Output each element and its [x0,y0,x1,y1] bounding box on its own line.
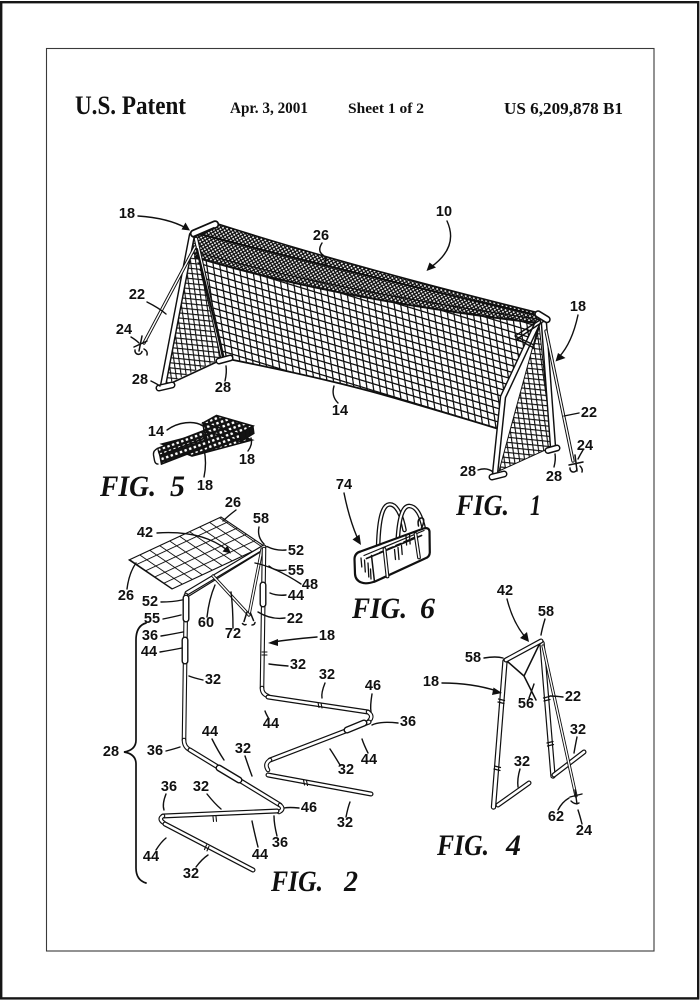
svg-text:Apr. 3, 2001: Apr. 3, 2001 [230,100,308,117]
svg-text:US 6,209,878 B1: US 6,209,878 B1 [504,99,623,118]
svg-text:22: 22 [287,611,303,627]
svg-text:32: 32 [290,657,306,673]
svg-text:FIG.: FIG. [351,592,407,625]
svg-text:36: 36 [147,743,163,759]
svg-text:44: 44 [252,847,268,863]
svg-text:62: 62 [548,809,564,825]
svg-text:32: 32 [337,815,353,831]
svg-text:24: 24 [576,823,592,839]
svg-text:52: 52 [288,543,304,559]
svg-text:5: 5 [170,470,185,503]
svg-text:32: 32 [205,672,221,688]
svg-text:32: 32 [514,754,530,770]
svg-text:U.S. Patent: U.S. Patent [75,91,186,120]
svg-text:32: 32 [338,762,354,778]
svg-text:32: 32 [193,779,209,795]
svg-text:18: 18 [119,206,135,222]
svg-text:55: 55 [288,563,304,579]
svg-text:28: 28 [215,380,231,396]
svg-text:36: 36 [142,628,158,644]
svg-text:2: 2 [343,865,358,898]
svg-text:36: 36 [400,714,416,730]
svg-text:28: 28 [546,469,562,485]
svg-text:32: 32 [183,866,199,882]
svg-text:FIG.: FIG. [436,829,489,862]
svg-text:26: 26 [118,588,134,604]
svg-text:58: 58 [253,511,269,527]
svg-text:44: 44 [288,588,304,604]
svg-text:44: 44 [361,752,377,768]
svg-text:FIG.: FIG. [99,470,156,503]
svg-text:42: 42 [497,583,513,599]
svg-text:28: 28 [460,464,476,480]
svg-text:36: 36 [272,835,288,851]
svg-text:44: 44 [202,724,218,740]
svg-text:14: 14 [332,403,348,419]
svg-text:24: 24 [577,438,593,454]
svg-text:18: 18 [423,674,439,690]
svg-text:55: 55 [144,611,160,627]
svg-text:28: 28 [103,744,119,760]
svg-text:FIG.: FIG. [270,865,323,898]
svg-text:26: 26 [225,495,241,511]
svg-text:22: 22 [129,287,145,303]
svg-text:44: 44 [143,849,159,865]
svg-text:56: 56 [518,696,534,712]
svg-text:52: 52 [142,594,158,610]
svg-text:10: 10 [436,204,452,220]
svg-text:32: 32 [235,741,251,757]
svg-text:26: 26 [313,228,329,244]
svg-text:72: 72 [225,626,241,642]
svg-text:FIG.: FIG. [455,489,509,522]
svg-text:46: 46 [301,800,317,816]
svg-text:48: 48 [302,577,318,593]
svg-text:22: 22 [581,405,597,421]
svg-text:32: 32 [319,667,335,683]
svg-text:46: 46 [365,678,381,694]
svg-text:32: 32 [570,722,586,738]
svg-text:6: 6 [420,592,435,625]
svg-text:42: 42 [137,525,153,541]
svg-text:22: 22 [565,689,581,705]
svg-text:44: 44 [263,716,279,732]
svg-text:58: 58 [465,650,481,666]
svg-text:60: 60 [198,615,214,631]
svg-text:74: 74 [336,477,352,493]
svg-text:18: 18 [239,452,255,468]
svg-text:36: 36 [161,779,177,795]
svg-text:14: 14 [148,424,164,440]
svg-text:24: 24 [116,322,132,338]
svg-text:18: 18 [319,628,335,644]
svg-text:58: 58 [538,604,554,620]
svg-text:18: 18 [197,478,213,494]
svg-text:18: 18 [570,299,586,315]
svg-text:4: 4 [505,829,521,862]
svg-text:Sheet 1 of 2: Sheet 1 of 2 [348,101,424,117]
svg-text:44: 44 [141,644,157,660]
svg-text:1: 1 [530,489,541,522]
svg-text:28: 28 [132,372,148,388]
